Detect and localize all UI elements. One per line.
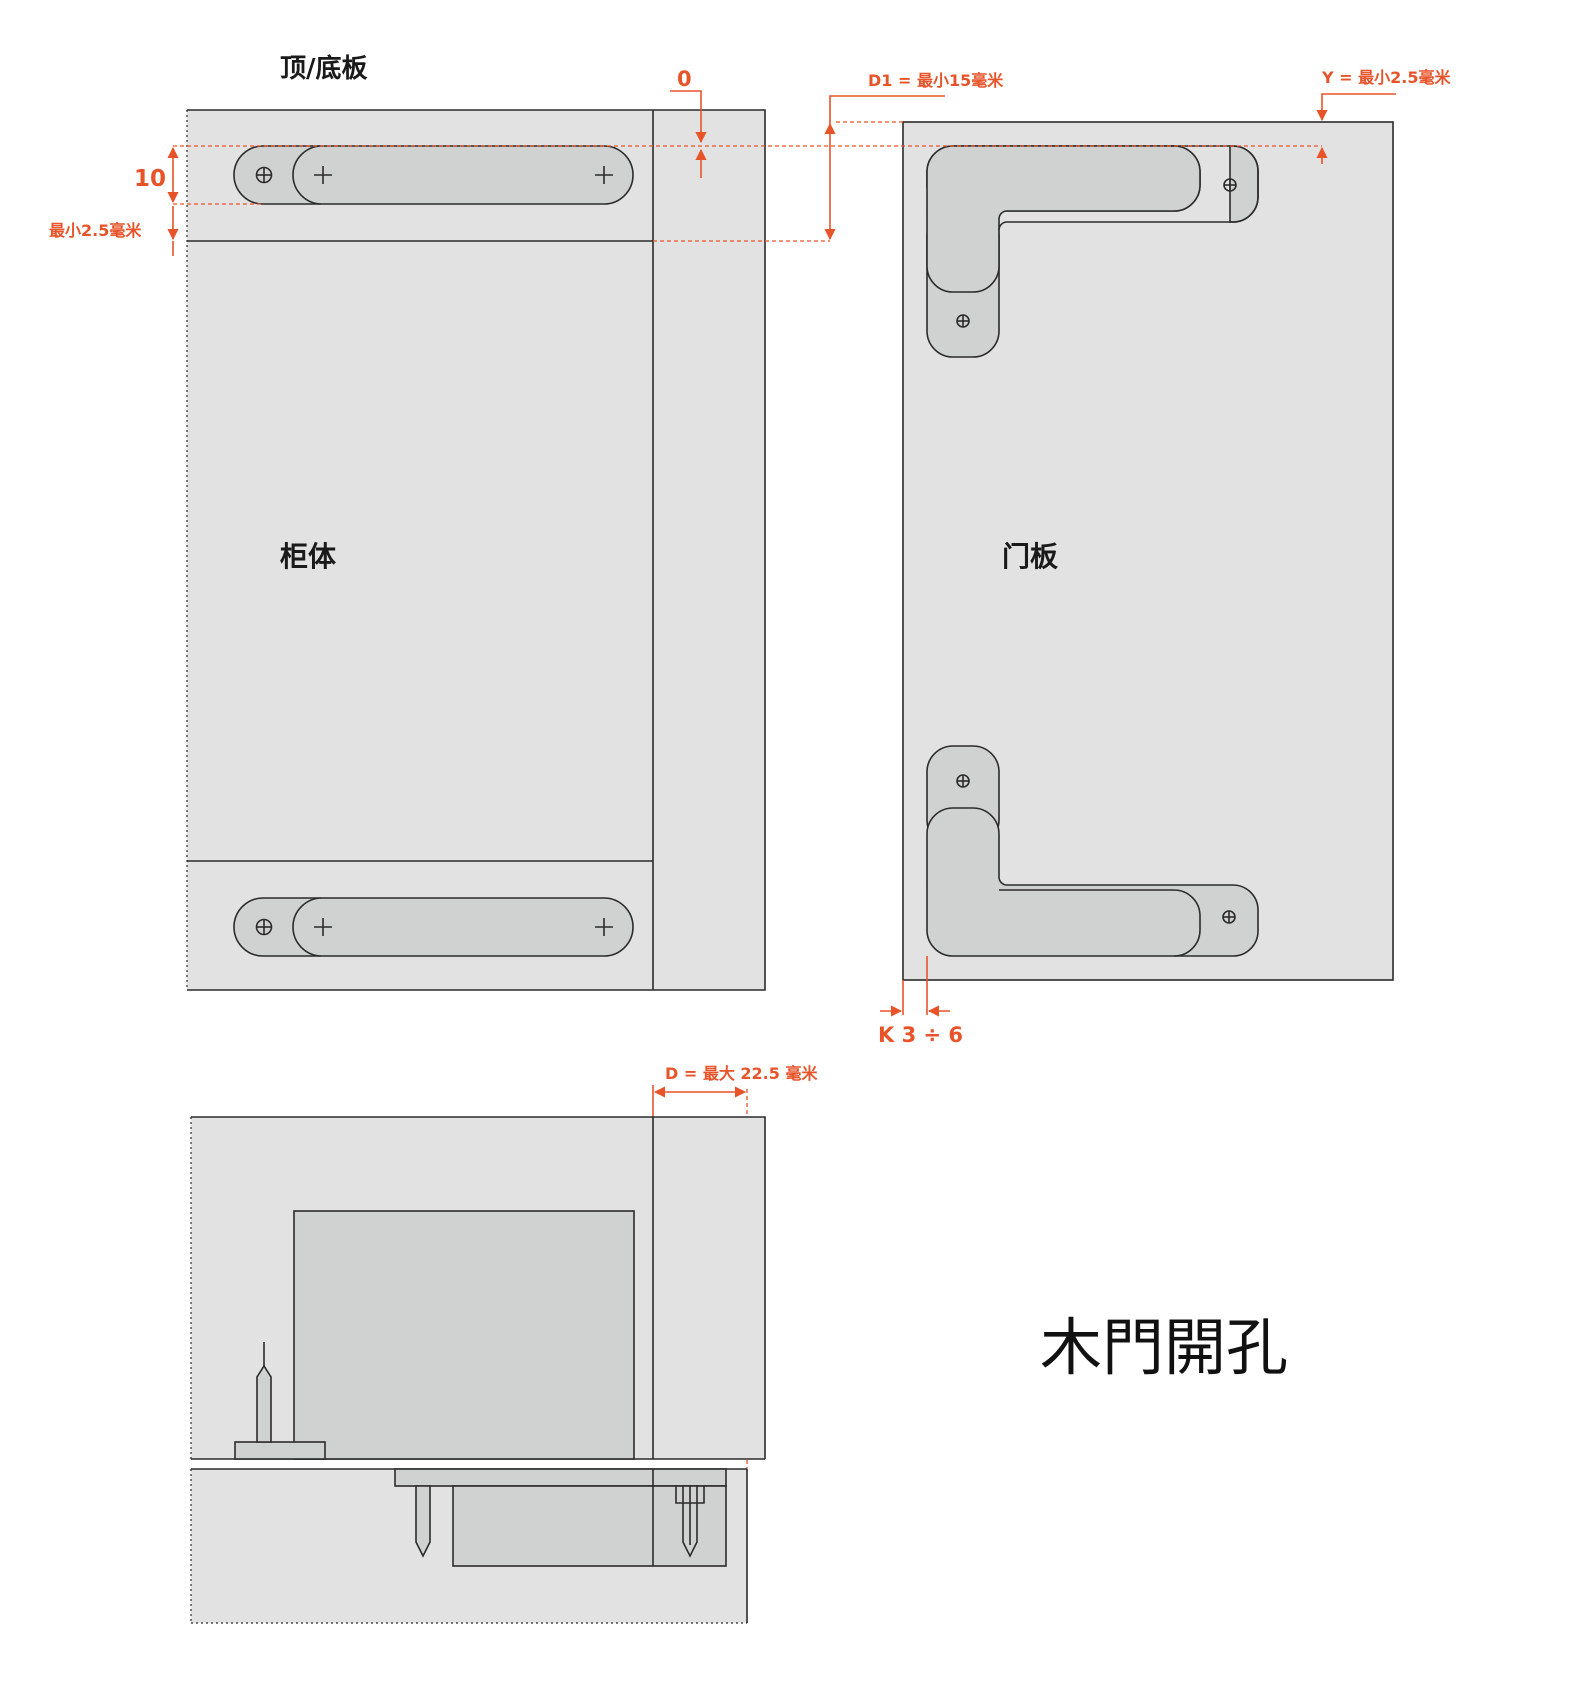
- section-door-screw-left-icon: [415, 1485, 431, 1558]
- top-hinge-screw-icon-bottom: [956, 314, 970, 328]
- top-mounting-plate: [233, 145, 634, 205]
- section-hinge-body: [293, 1210, 635, 1460]
- dim-d1: D1 = 最小15毫米: [824, 71, 1004, 241]
- cabinet-panel: [187, 110, 765, 990]
- door-top-hinge-cup: [926, 145, 1259, 358]
- bottom-plate-slot: [292, 897, 634, 957]
- bottom-plate-screw-icon: [255, 918, 273, 936]
- dim-k-text: K 3 ÷ 6: [878, 1023, 963, 1047]
- dim-d-text: D = 最大 22.5 毫米: [665, 1064, 818, 1083]
- door-front-view: 门板: [902, 121, 1394, 981]
- dim-min-2-5-left: 最小2.5毫米: [49, 206, 179, 256]
- section-door-plate: [394, 1468, 727, 1487]
- dim-ten: 10: [134, 146, 179, 204]
- top-plate-slot: [292, 145, 634, 205]
- dimension-annotations: 0 10 最小2.5毫米 D1 = 最小15毫米 Y = 最小2.5毫米: [49, 67, 1451, 1470]
- bottom-plate-cross-mark-left: [314, 918, 332, 936]
- bottom-mounting-plate: [233, 897, 634, 957]
- top-plate-cross-mark-left: [314, 166, 332, 184]
- section-door-screw-right-icon: [675, 1485, 705, 1558]
- dim-zero-text: 0: [677, 67, 692, 91]
- top-hinge-body: [926, 145, 1201, 293]
- section-cabinet-screw-icon: [256, 1342, 272, 1443]
- top-bottom-panel-label: 顶/底板: [280, 53, 368, 84]
- dim-y-text: Y = 最小2.5毫米: [1321, 68, 1451, 87]
- dim-y: Y = 最小2.5毫米: [1316, 68, 1451, 164]
- section-view: [190, 1116, 766, 1624]
- dim-k: K 3 ÷ 6: [878, 956, 963, 1047]
- top-plate-screw-icon: [255, 166, 273, 184]
- section-door-cup: [452, 1485, 727, 1567]
- door-bottom-hinge-cup: [926, 745, 1259, 957]
- section-mount-base: [234, 1441, 326, 1460]
- cabinet-outline: [187, 109, 766, 991]
- top-plate-cross-mark-right: [595, 166, 613, 184]
- dim-d1-text: D1 = 最小15毫米: [868, 71, 1004, 90]
- bottom-plate-cross-mark-right: [595, 918, 613, 936]
- bottom-hinge-screw-icon-top: [956, 774, 970, 788]
- drilling-title: 木門開孔: [1040, 1311, 1288, 1384]
- dim-ten-text: 10: [134, 166, 166, 192]
- dim-min-2-5-left-text: 最小2.5毫米: [49, 221, 142, 240]
- cabinet-body-label: 柜体: [280, 540, 337, 573]
- bottom-hinge-body: [926, 807, 1259, 957]
- dim-zero: 0: [670, 67, 707, 178]
- cabinet-front-view: 顶/底板 柜体: [186, 53, 766, 991]
- top-hinge-screw-icon-right: [1223, 178, 1237, 192]
- door-panel-label: 门板: [1002, 540, 1058, 573]
- bottom-hinge-screw-icon-right: [1222, 910, 1236, 924]
